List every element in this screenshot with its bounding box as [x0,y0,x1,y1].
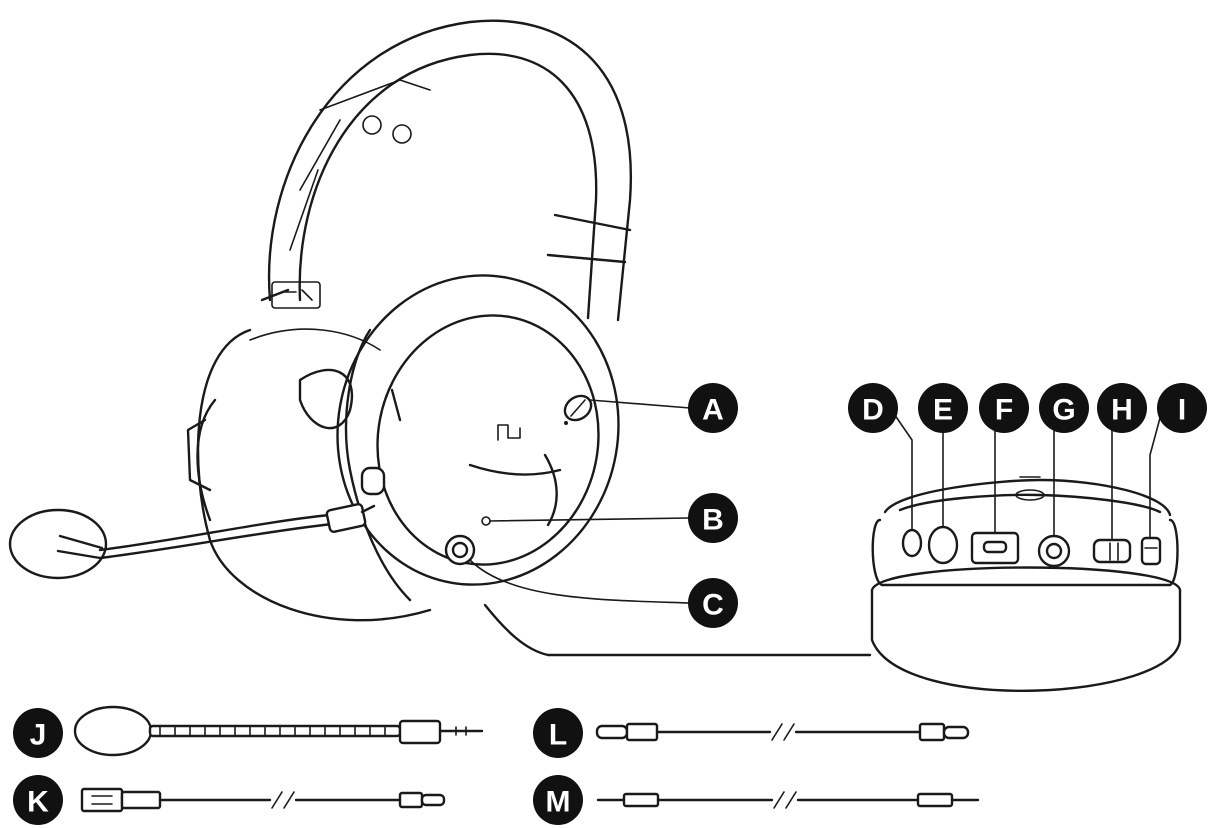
left-ear-cup [186,328,432,622]
svg-text:F: F [995,394,1013,427]
svg-text:M: M [546,786,571,819]
accessory-usb-a-to-c-cable [80,787,446,813]
svg-text:C: C [702,589,724,622]
svg-text:K: K [27,786,49,819]
accessory-detachable-mic [73,705,484,757]
port-d [901,528,923,558]
callout-a [589,399,691,409]
badge-k: K [13,775,63,825]
port-e [927,525,959,565]
svg-text:D: D [862,394,884,427]
svg-text:B: B [702,504,724,537]
earcup-side-view [483,407,1182,692]
volume-slider [1140,536,1162,566]
mic-monitor-slider [1092,538,1132,564]
badge-l: L [533,708,583,758]
badge-m: M [533,775,583,825]
badge-h: H [1097,383,1147,433]
svg-text:H: H [1111,394,1133,427]
badge-c: C [688,578,738,628]
callout-c [469,559,691,604]
mic-volume-wheel [563,394,593,425]
right-ear-cup [336,274,620,602]
headband [260,19,633,322]
badge-f: F [979,383,1029,433]
badge-g: G [1039,383,1089,433]
mic-boom [8,503,376,580]
callout-b [489,517,691,522]
svg-text:J: J [30,719,47,752]
accessory-usb-c-cable [595,722,970,742]
badge-d: D [848,383,898,433]
svg-text:A: A [702,394,724,427]
mic-port [444,534,476,566]
headset [8,19,691,622]
badge-e: E [918,383,968,433]
badge-i: I [1157,383,1207,433]
svg-text:E: E [933,394,953,427]
accessory-aux-cable [596,791,980,809]
svg-text:L: L [549,719,567,752]
badge-b: B [688,493,738,543]
svg-text:I: I [1178,394,1186,427]
svg-text:G: G [1052,394,1075,427]
audio-jack [1037,534,1071,568]
badge-a: A [688,383,738,433]
led-indicator [481,516,491,526]
badge-j: J [13,708,63,758]
usb-c-port [970,531,1020,565]
logo-emblem [468,424,562,527]
